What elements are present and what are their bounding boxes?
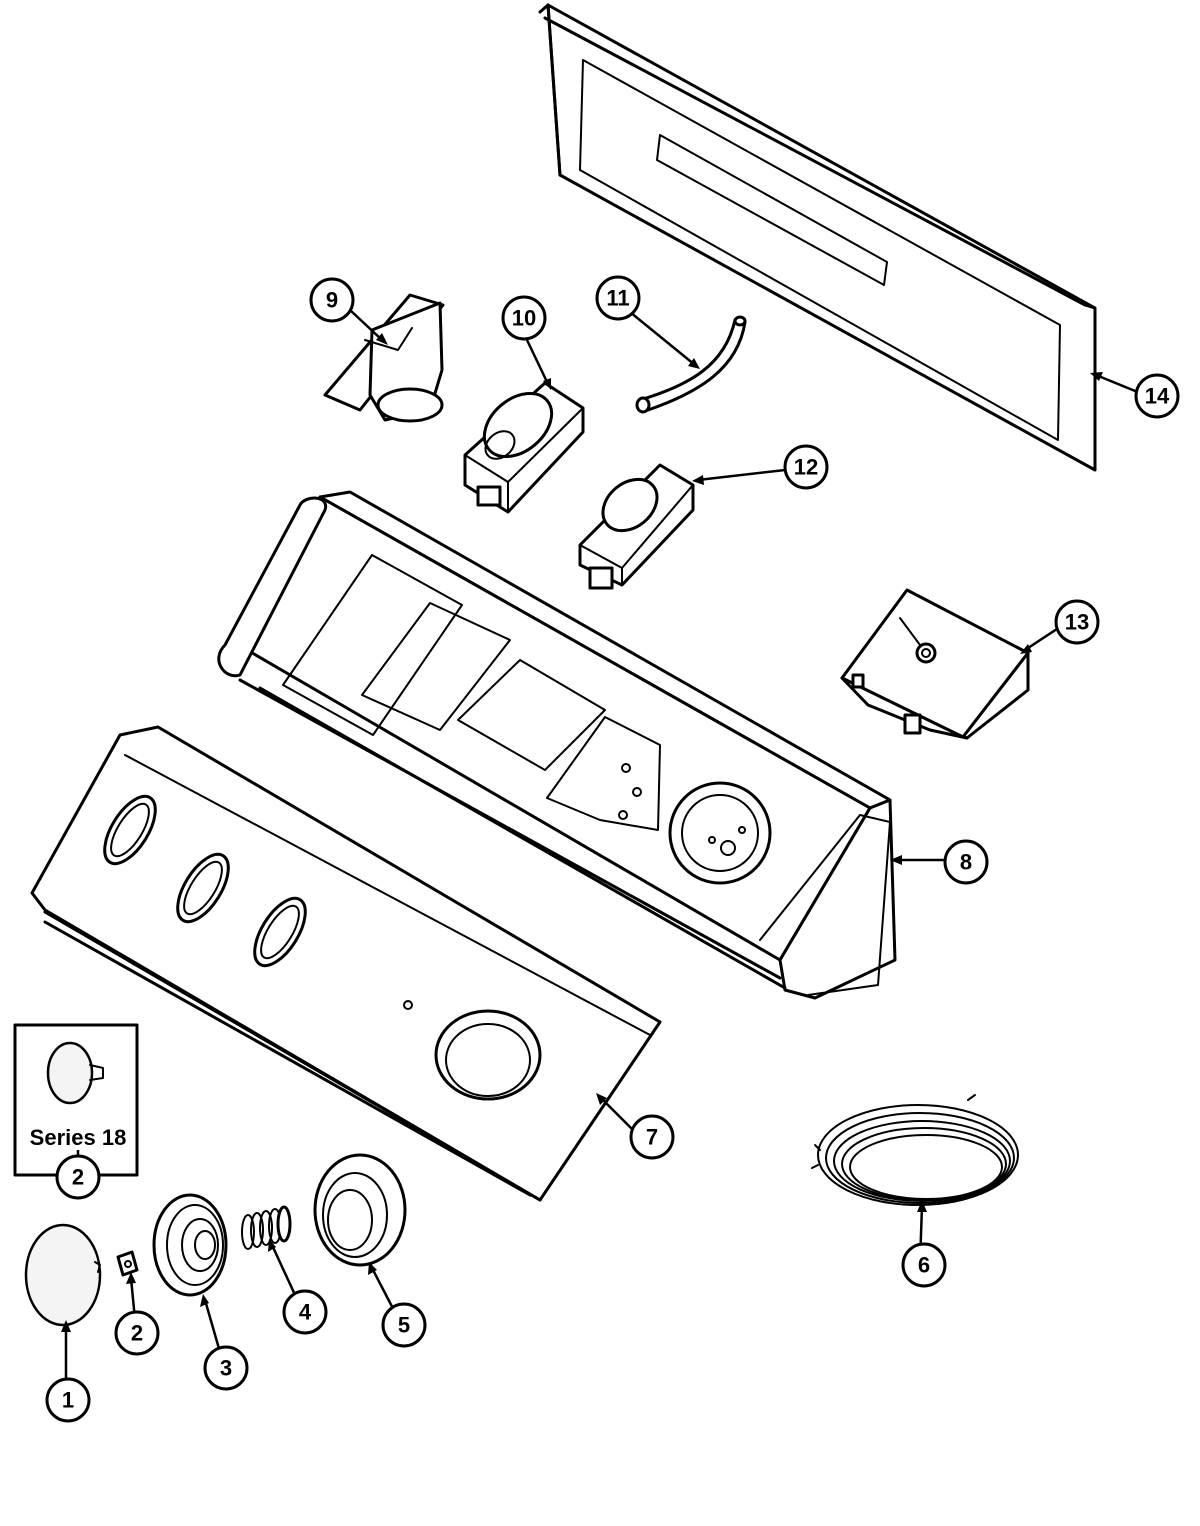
switch-10-part	[463, 381, 585, 514]
callout-14-label: 14	[1145, 384, 1170, 409]
knob-3-part	[152, 1193, 228, 1297]
arrowheads	[61, 333, 1103, 1332]
control-panel-7-part	[30, 725, 662, 1202]
timer-13-part	[840, 588, 1030, 740]
callout-13-label: 13	[1065, 610, 1089, 635]
callout-9: 9	[309, 277, 355, 323]
callout-8-label: 8	[960, 850, 972, 875]
callout-12: 12	[783, 444, 829, 490]
knob-cap-1-part	[24, 1223, 102, 1327]
callout-7: 7	[629, 1114, 675, 1160]
switch-12-part	[578, 463, 695, 590]
callout-10: 10	[501, 295, 547, 341]
callout-7-label: 7	[646, 1125, 658, 1150]
callout-12-label: 12	[794, 455, 818, 480]
callout-10-label: 10	[512, 306, 536, 331]
callout-1: 1	[45, 1377, 91, 1423]
wire-harness-6-part	[811, 1094, 1019, 1206]
clip-2-part	[116, 1250, 139, 1277]
callout-11: 11	[595, 275, 641, 321]
callout-6-label: 6	[918, 1253, 930, 1278]
series-inset: Series 18	[13, 1023, 139, 1177]
callout-5: 5	[381, 1302, 427, 1348]
callout-5-label: 5	[398, 1313, 410, 1338]
callout-13: 13	[1054, 599, 1100, 645]
spring-4-part	[241, 1205, 292, 1250]
console-housing-8-part	[217, 490, 897, 1000]
callout-14: 14	[1134, 373, 1180, 419]
callout-2-inset: 2	[55, 1154, 101, 1200]
callout-3: 3	[203, 1345, 249, 1391]
callout-9-label: 9	[326, 288, 338, 313]
callout-2: 2	[114, 1310, 160, 1356]
callout-8: 8	[943, 839, 989, 885]
callout-3-label: 3	[220, 1356, 232, 1381]
callout-2-inset-label: 2	[72, 1165, 84, 1190]
callout-4: 4	[282, 1289, 328, 1335]
bezel-5-part	[313, 1153, 407, 1267]
callout-11-label: 11	[606, 286, 629, 311]
callout-6: 6	[901, 1242, 947, 1288]
callout-2-label: 2	[131, 1321, 143, 1346]
callout-1-label: 1	[62, 1388, 74, 1413]
switch-9-part	[323, 293, 445, 423]
series-label: Series 18	[30, 1125, 127, 1150]
callout-4-label: 4	[299, 1300, 312, 1325]
tube-11-part	[635, 315, 747, 414]
back-panel-part	[538, 3, 1097, 472]
